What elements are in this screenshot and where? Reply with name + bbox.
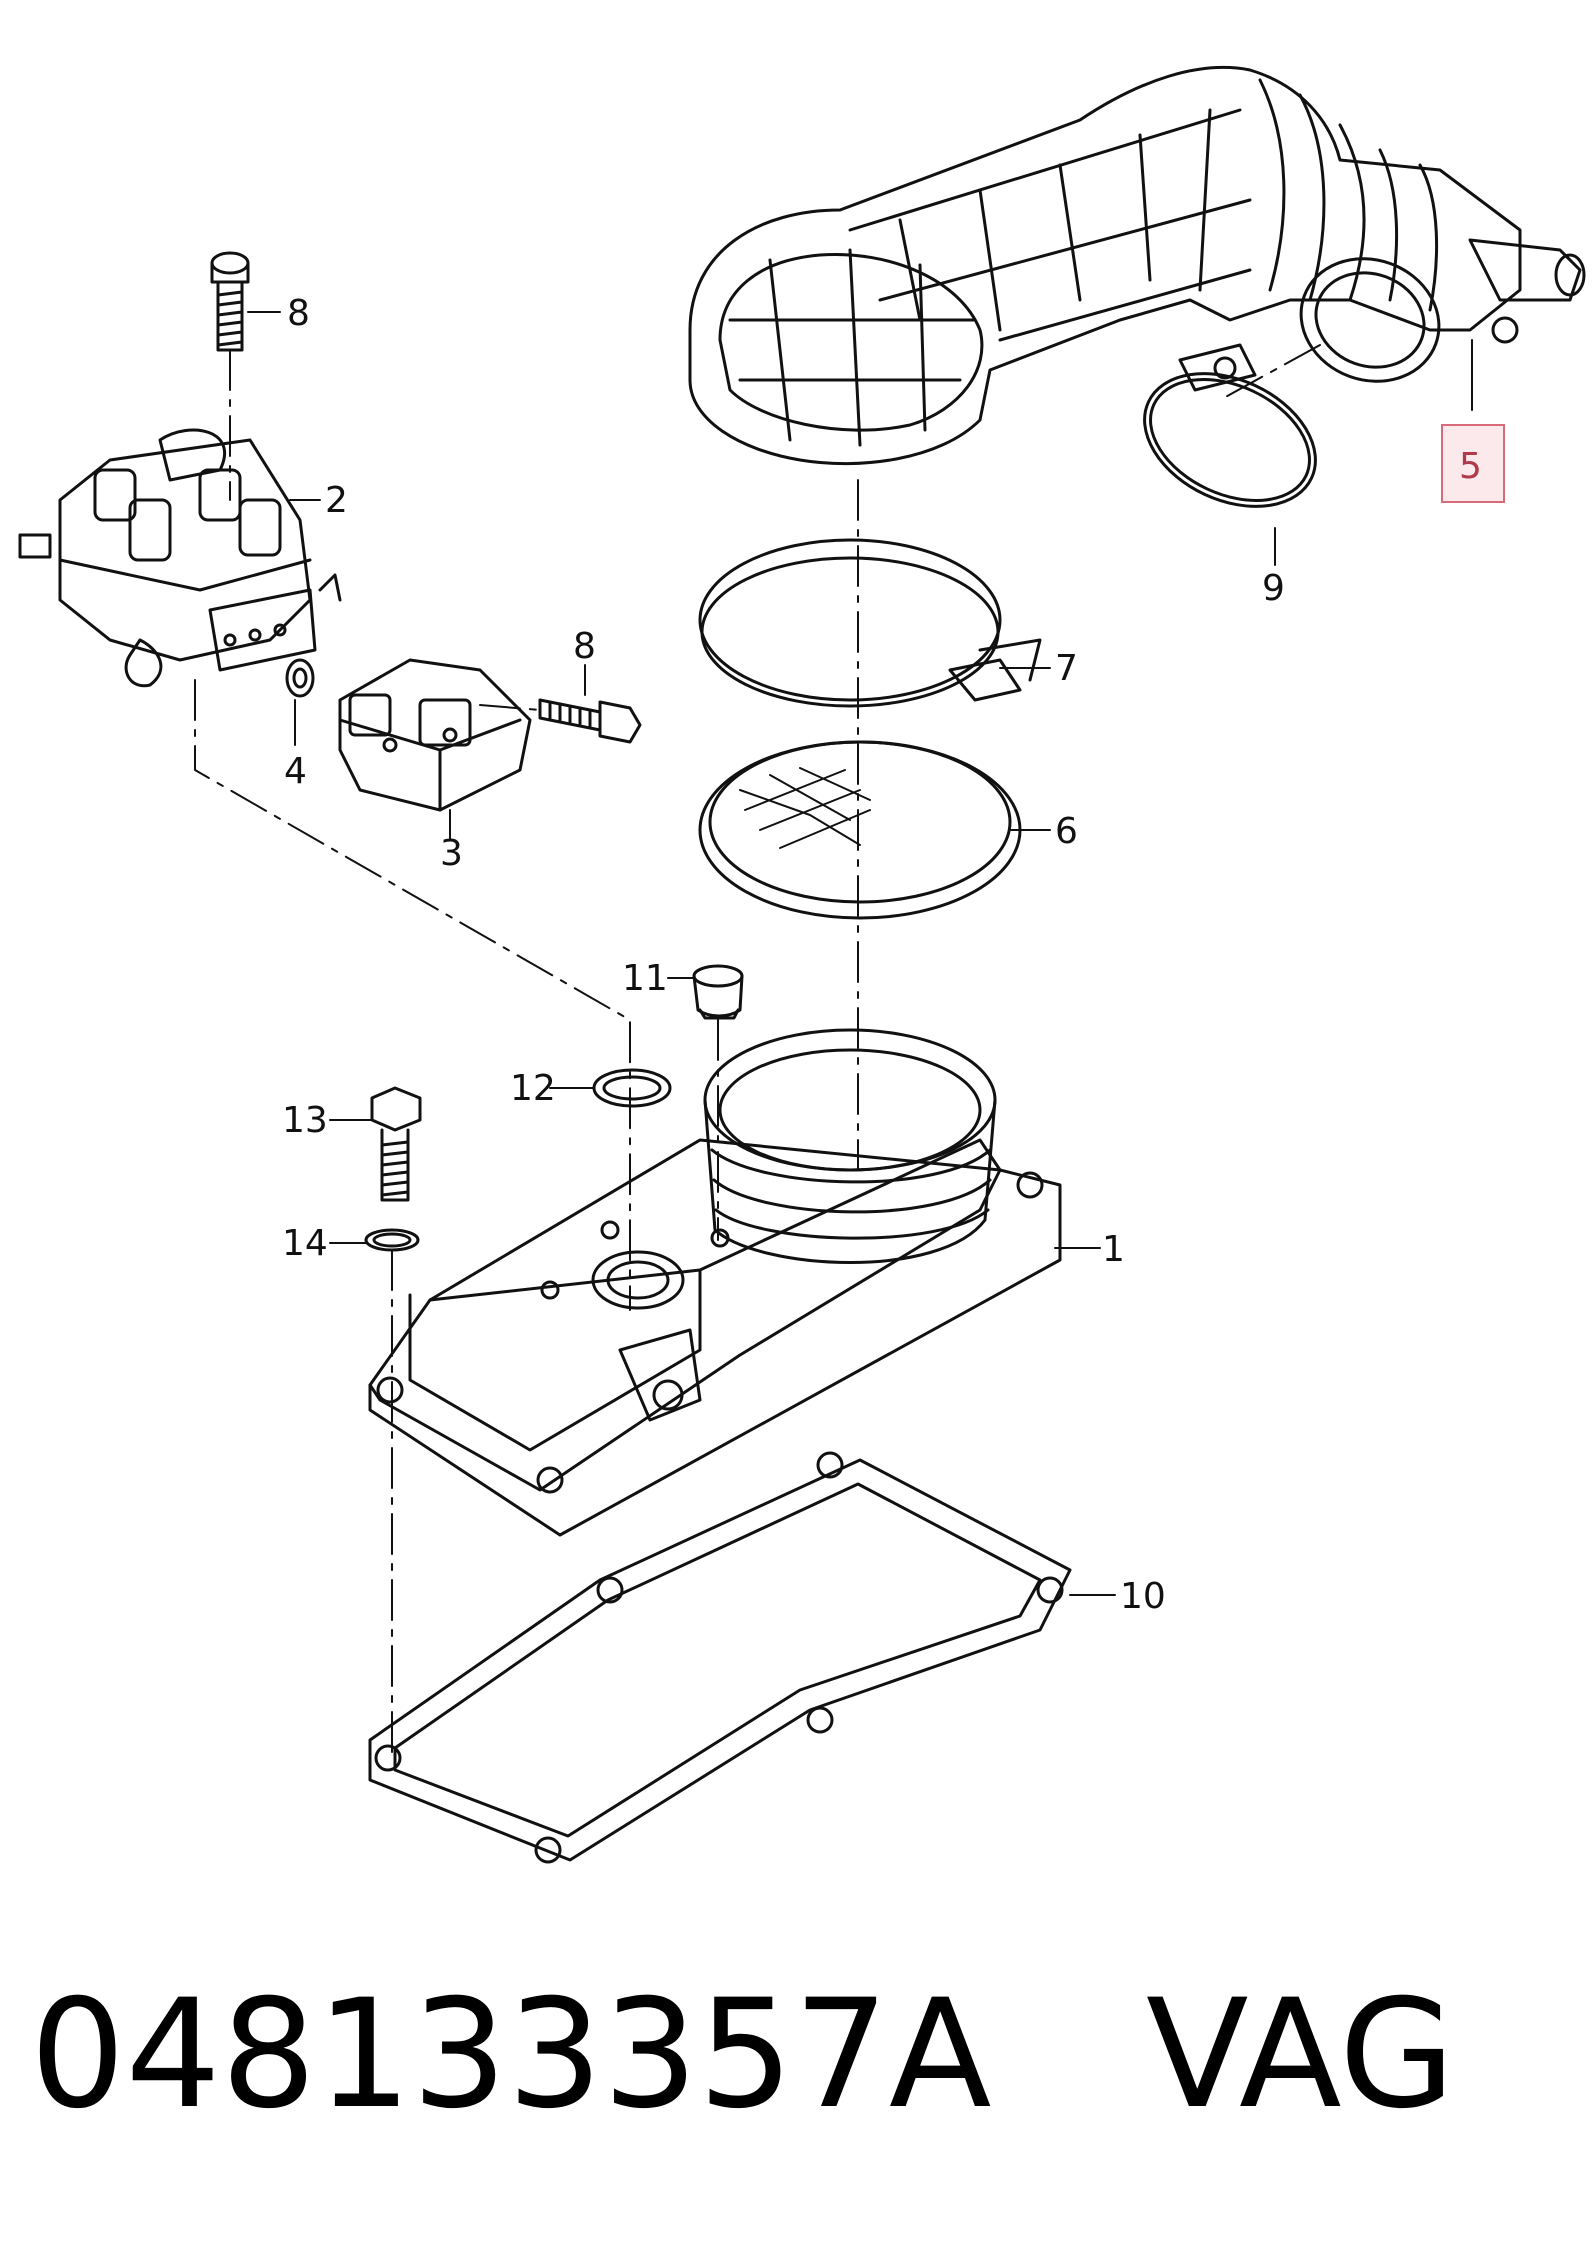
callout-11: 11 xyxy=(622,958,668,999)
intake-hose xyxy=(688,66,1586,466)
callout-1: 1 xyxy=(1102,1229,1125,1270)
bolt-13 xyxy=(370,1086,422,1202)
callout-3: 3 xyxy=(440,833,463,874)
footer: 048133357A VAG xyxy=(30,1965,1570,2145)
callout-2: 2 xyxy=(325,480,348,521)
sensor-connector xyxy=(338,658,532,812)
callout-6: 6 xyxy=(1055,811,1078,852)
callout-14: 14 xyxy=(282,1223,328,1264)
mesh-screen xyxy=(698,740,1022,920)
washer-4 xyxy=(285,658,315,698)
callout-13: 13 xyxy=(282,1100,328,1141)
o-ring-12 xyxy=(592,1068,672,1108)
callout-8-upper: 8 xyxy=(287,293,310,334)
callout-12: 12 xyxy=(510,1068,556,1109)
callout-9: 9 xyxy=(1262,568,1285,609)
leader-lines xyxy=(247,311,1473,1596)
o-ring-14 xyxy=(364,1228,420,1252)
gasket xyxy=(368,1451,1072,1864)
callout-4: 4 xyxy=(284,751,307,792)
fuel-distributor xyxy=(18,428,342,688)
bolt-8-right xyxy=(538,698,642,744)
callout-labels: 8 2 4 3 8 5 9 7 6 11 12 13 14 1 10 xyxy=(282,293,1482,1617)
small-hose-clamp xyxy=(1143,343,1317,508)
callout-5: 5 xyxy=(1459,446,1482,487)
callout-7: 7 xyxy=(1055,648,1078,689)
callout-10: 10 xyxy=(1120,1576,1166,1617)
callout-5-highlight xyxy=(1441,424,1505,503)
screw-8-upper xyxy=(210,251,250,352)
flow-meter-housing xyxy=(368,1028,1062,1537)
brand-label: VAG xyxy=(1145,1968,1456,2142)
assembly-axes xyxy=(194,344,1321,1761)
large-hose-clamp xyxy=(698,538,1042,708)
callout-8-right: 8 xyxy=(573,626,596,667)
part-number: 048133357A xyxy=(30,1968,992,2142)
exploded-parts-diagram: 8 2 4 3 8 5 9 7 6 11 12 13 14 1 10 xyxy=(18,66,1586,1864)
cap-11 xyxy=(692,964,744,1020)
